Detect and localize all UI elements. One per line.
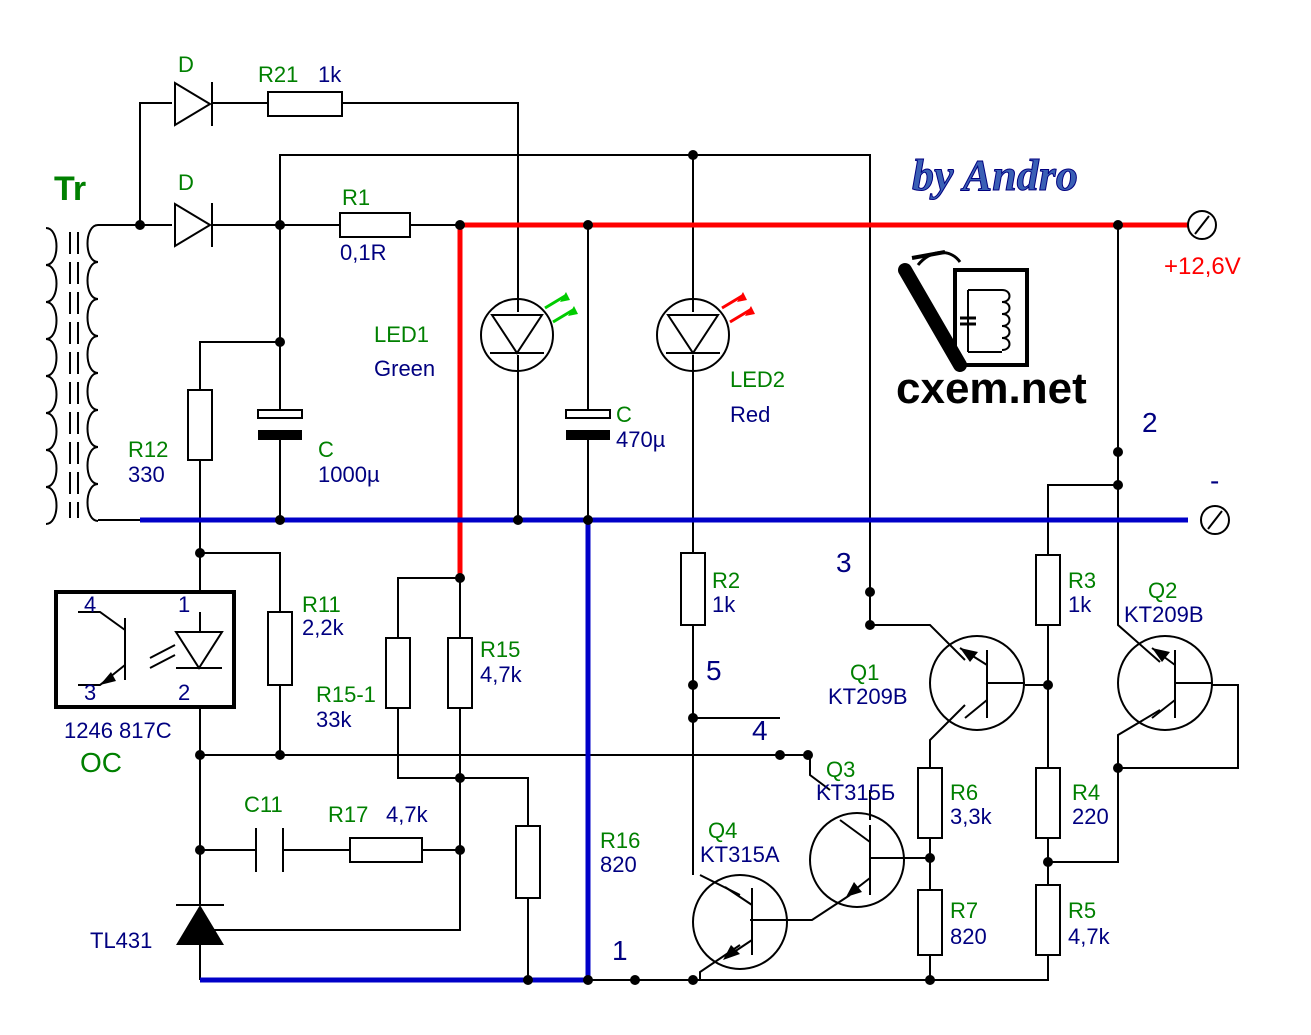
transistor-q2 [1117, 635, 1213, 731]
label-r3: R3 [1068, 568, 1096, 593]
optocoupler-oc [54, 590, 236, 709]
junction-dots [135, 150, 1123, 985]
label-q4-type: KT315A [700, 842, 780, 867]
label-q1-type: KT209B [828, 684, 908, 709]
capacitor-c470 [565, 409, 611, 440]
label-r6-value: 3,3k [950, 804, 993, 829]
label-r16: R16 [600, 828, 640, 853]
label-oc-pin4: 4 [84, 592, 96, 617]
label-led1: LED1 [374, 322, 429, 347]
label-r11: R11 [302, 592, 341, 617]
label-node-4: 4 [752, 715, 768, 746]
label-c470-value: 470µ [616, 427, 666, 452]
label-oc-part: 1246 817C [64, 718, 172, 743]
label-r15-1: R15-1 [316, 682, 376, 707]
label-r15-1-value: 33k [316, 707, 352, 732]
resistor-r21 [267, 91, 343, 117]
label-led2-color: Red [730, 402, 770, 427]
label-vminus: - [1210, 465, 1219, 496]
label-q3-type: KT315Б [816, 780, 895, 805]
transistor-q4 [692, 874, 788, 970]
label-r21: R21 [258, 62, 298, 87]
label-r7: R7 [950, 898, 978, 923]
resistor-r7 [917, 889, 943, 956]
terminal-plus [1187, 210, 1217, 240]
label-oc: OC [80, 747, 122, 778]
resistor-r15-1 [385, 637, 411, 709]
label-r6: R6 [950, 780, 978, 805]
label-tl431: TL431 [90, 928, 152, 953]
label-tr: Tr [54, 170, 86, 208]
transformer-tr [45, 224, 99, 525]
label-r4-value: 220 [1072, 804, 1109, 829]
resistor-r16 [515, 825, 541, 899]
label-node-1: 1 [612, 935, 628, 966]
led2-red [656, 292, 755, 372]
capacitor-c11 [255, 828, 284, 872]
label-r12: R12 [128, 437, 168, 462]
cxem-logo [898, 250, 1029, 372]
label-oc-pin1: 1 [178, 592, 190, 617]
label-q2-type: KT209B [1124, 602, 1204, 627]
label-c11: C11 [244, 792, 283, 817]
label-c470: C [616, 402, 632, 427]
label-r12-value: 330 [128, 462, 165, 487]
label-r2: R2 [712, 568, 740, 593]
tl431-shunt [176, 904, 224, 945]
resistor-r17 [349, 837, 423, 863]
label-q4: Q4 [708, 818, 737, 843]
label-r7-value: 820 [950, 924, 987, 949]
capacitor-c1000 [257, 409, 303, 440]
label-r5-value: 4,7k [1068, 924, 1111, 949]
transistor-q3 [809, 812, 905, 908]
wires [98, 102, 1239, 981]
transistor-q1 [929, 635, 1025, 731]
label-r15: R15 [480, 637, 520, 662]
resistor-r5 [1035, 884, 1061, 956]
resistor-r4 [1035, 767, 1061, 839]
label-r16-value: 820 [600, 852, 637, 877]
diode-mid [174, 202, 213, 248]
label-oc-pin2: 2 [178, 680, 190, 705]
site-logo-text: cxem.net [896, 364, 1087, 413]
led1-green [480, 292, 578, 372]
label-r15-value: 4,7k [480, 662, 523, 687]
label-c1000-value: 1000µ [318, 462, 380, 487]
resistor-r3 [1035, 554, 1061, 626]
label-d-top: D [178, 52, 194, 77]
resistor-r1 [339, 212, 411, 238]
label-r2-value: 1k [712, 592, 736, 617]
label-node-2: 2 [1142, 407, 1158, 438]
label-r21-value: 1k [318, 62, 342, 87]
label-d-mid: D [178, 170, 194, 195]
label-r4: R4 [1072, 780, 1100, 805]
resistor-r6 [917, 767, 943, 839]
resistor-r11 [267, 611, 293, 686]
label-node-3: 3 [836, 547, 852, 578]
label-q2: Q2 [1148, 578, 1177, 603]
diode-top [174, 81, 213, 127]
label-c1000: C [318, 437, 334, 462]
label-led1-color: Green [374, 356, 435, 381]
label-q3: Q3 [826, 757, 855, 782]
terminal-minus [1200, 505, 1230, 535]
resistor-r12 [187, 389, 213, 461]
label-r17-value: 4,7k [386, 802, 429, 827]
resistor-r2 [680, 552, 706, 626]
author-signature: by Andro [912, 151, 1078, 200]
label-r11-value: 2,2k [302, 615, 345, 640]
label-r1: R1 [342, 185, 370, 210]
label-vplus: +12,6V [1164, 253, 1241, 280]
label-r3-value: 1k [1068, 592, 1092, 617]
label-r1-value: 0,1R [340, 240, 386, 265]
negative-rail [140, 517, 1188, 983]
label-node-5: 5 [706, 655, 722, 686]
label-led2: LED2 [730, 367, 785, 392]
label-r5: R5 [1068, 898, 1096, 923]
label-q1: Q1 [850, 660, 879, 685]
label-oc-pin3: 3 [84, 680, 96, 705]
resistor-r15 [447, 637, 473, 709]
label-r17: R17 [328, 802, 368, 827]
